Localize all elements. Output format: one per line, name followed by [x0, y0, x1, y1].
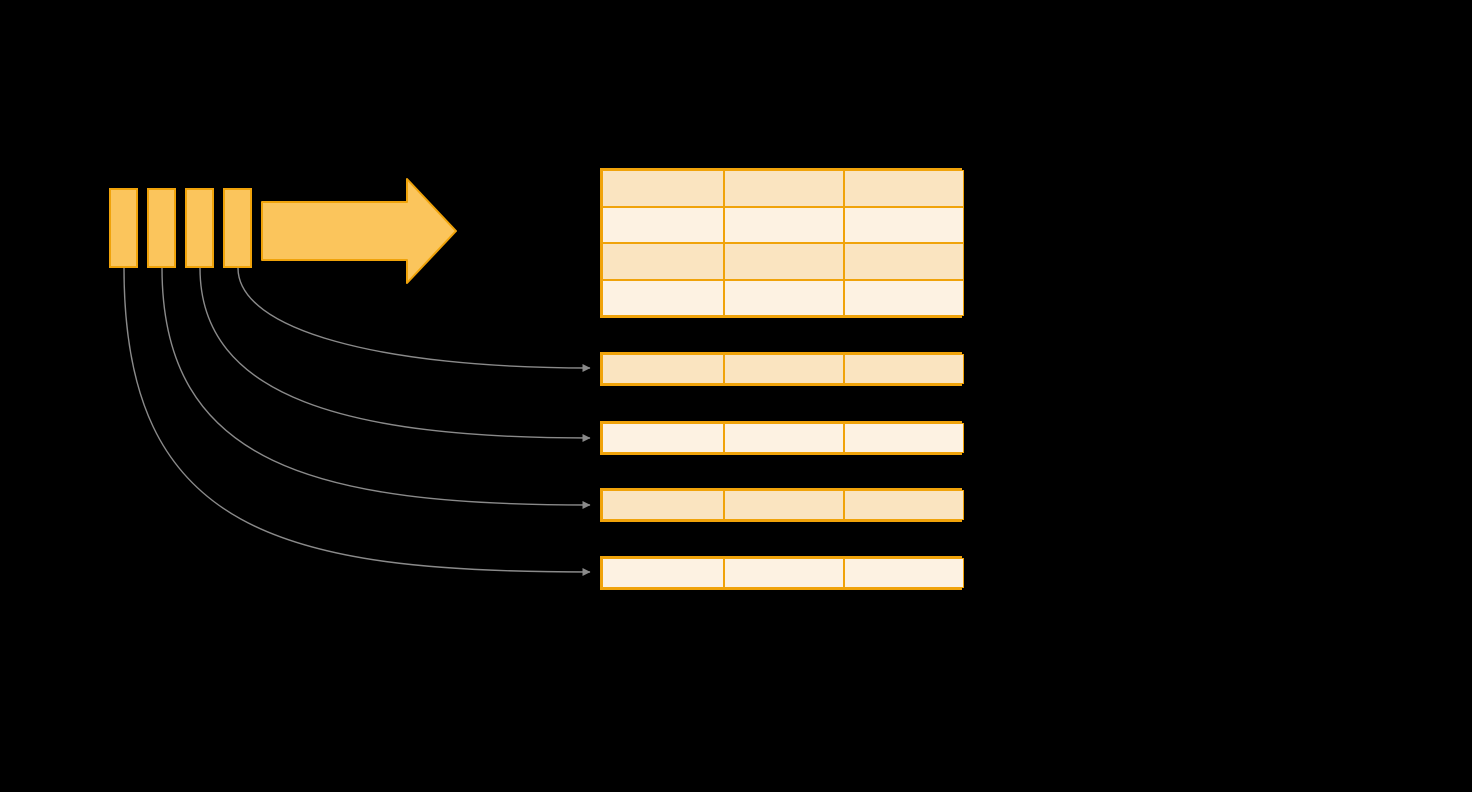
main-table-cell-r4c1 [602, 279, 724, 316]
row-table-1-cell-1 [602, 354, 724, 384]
stream-bar-2 [147, 188, 176, 268]
row-table-2-cell-3 [844, 423, 964, 453]
main-table-cell-r2c1 [602, 206, 724, 243]
row-table-2-cell-2 [724, 423, 844, 453]
row-table-4-cell-1 [602, 558, 724, 588]
stream-bar-1 [109, 188, 138, 268]
connector-bar4-to-row1 [237, 267, 591, 372]
main-table-cell-r4c3 [844, 279, 964, 316]
main-table [600, 168, 964, 318]
row-table-4-cell-2 [724, 558, 844, 588]
row-table-3 [600, 488, 964, 522]
row-table-3-cell-3 [844, 490, 964, 520]
connector-bar1-to-row4 [123, 267, 591, 576]
row-table-1-cell-3 [844, 354, 964, 384]
row-table-2-cell-1 [602, 423, 724, 453]
main-table-cell-r3c2 [724, 243, 844, 280]
row-table-3-cell-2 [724, 490, 844, 520]
row-table-2 [600, 421, 964, 455]
main-table-cell-r1c1 [602, 170, 724, 207]
main-table-cell-r4c2 [724, 279, 844, 316]
main-table-cell-r3c1 [602, 243, 724, 280]
main-table-cell-r2c3 [844, 206, 964, 243]
row-table-3-cell-1 [602, 490, 724, 520]
main-table-cell-r3c3 [844, 243, 964, 280]
main-table-cell-r1c3 [844, 170, 964, 207]
row-table-4 [600, 556, 964, 590]
row-table-1 [600, 352, 964, 386]
row-table-4-cell-3 [844, 558, 964, 588]
main-table-cell-r2c2 [724, 206, 844, 243]
connector-bar3-to-row2 [199, 267, 591, 442]
stream-bars-group [109, 188, 252, 268]
stream-bar-4 [223, 188, 252, 268]
flow-arrow-icon [261, 178, 457, 284]
connector-arrows-group [123, 267, 591, 576]
main-table-cell-r1c2 [724, 170, 844, 207]
stream-bar-3 [185, 188, 214, 268]
connector-bar2-to-row3 [161, 267, 591, 509]
row-table-1-cell-2 [724, 354, 844, 384]
